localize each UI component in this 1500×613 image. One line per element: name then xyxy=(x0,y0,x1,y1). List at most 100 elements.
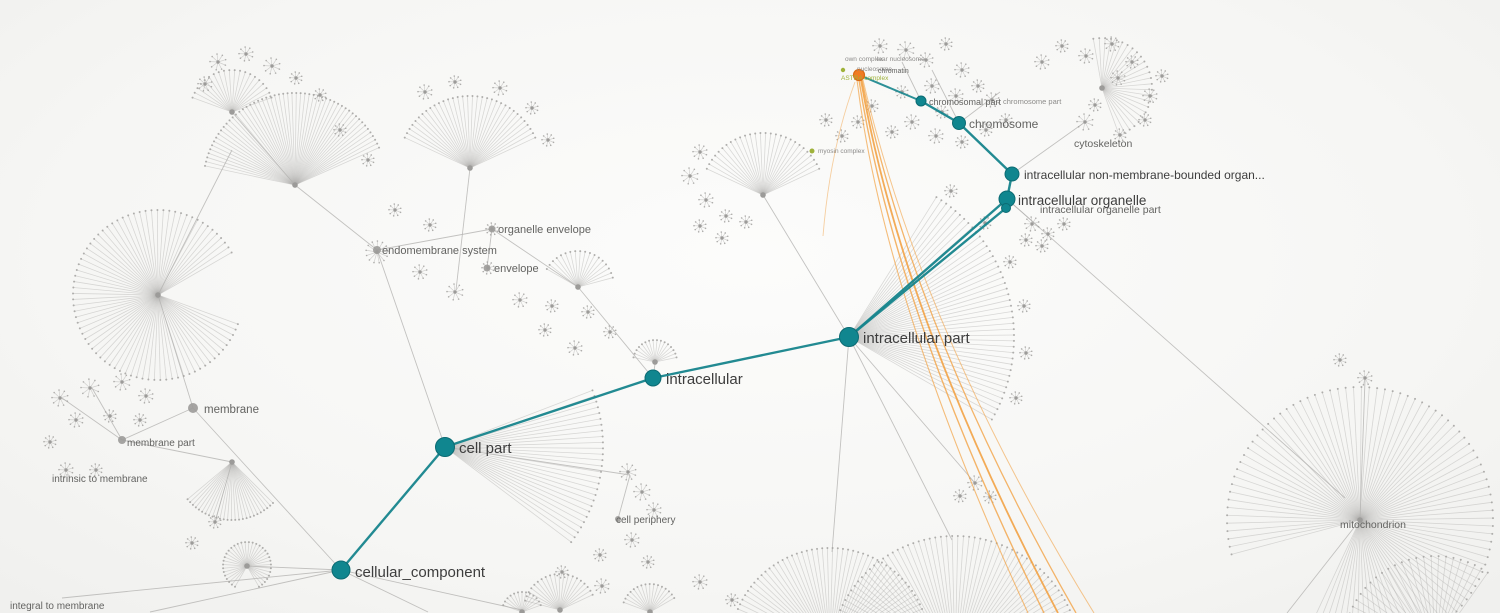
star-node[interactable] xyxy=(545,299,559,313)
star-node[interactable] xyxy=(954,62,970,78)
star-node[interactable] xyxy=(979,123,993,137)
star-node[interactable] xyxy=(1078,48,1094,64)
star-node[interactable] xyxy=(581,305,595,319)
star-node[interactable] xyxy=(492,80,508,96)
star-node[interactable] xyxy=(448,75,462,89)
star-node[interactable] xyxy=(1003,255,1017,269)
star-node[interactable] xyxy=(185,536,199,550)
star-node[interactable] xyxy=(967,475,983,491)
star-node[interactable] xyxy=(1035,239,1049,253)
star-node[interactable] xyxy=(388,203,402,217)
star-node[interactable] xyxy=(819,113,833,127)
star-node[interactable] xyxy=(208,515,222,529)
node-focus-orange[interactable] xyxy=(852,68,866,82)
fan-cluster[interactable] xyxy=(186,459,275,521)
term-node[interactable] xyxy=(615,516,621,522)
star-node[interactable] xyxy=(361,153,375,167)
star-node[interactable] xyxy=(698,192,714,208)
star-node[interactable] xyxy=(58,462,74,478)
node-non_membrane_organelle[interactable] xyxy=(1004,166,1020,182)
fan-cluster[interactable] xyxy=(191,69,273,115)
star-node[interactable] xyxy=(1110,70,1126,86)
fan-cluster[interactable] xyxy=(403,95,537,171)
star-node[interactable] xyxy=(1009,391,1023,405)
star-node[interactable] xyxy=(944,184,958,198)
star-node[interactable] xyxy=(924,78,940,94)
star-node[interactable] xyxy=(904,114,920,130)
fan-cluster[interactable] xyxy=(442,389,604,544)
cluster-center-node[interactable] xyxy=(155,292,161,298)
star-node[interactable] xyxy=(646,502,662,518)
star-node[interactable] xyxy=(693,219,707,233)
fan-cluster[interactable] xyxy=(1343,555,1489,613)
star-node[interactable] xyxy=(138,388,154,404)
star-node[interactable] xyxy=(999,113,1013,127)
star-node[interactable] xyxy=(633,483,651,501)
star-node[interactable] xyxy=(113,373,131,391)
star-node[interactable] xyxy=(1155,69,1169,83)
star-node[interactable] xyxy=(1019,233,1033,247)
star-node[interactable] xyxy=(594,578,610,594)
star-node[interactable] xyxy=(984,92,1000,108)
star-node[interactable] xyxy=(1113,128,1127,142)
fan-cluster[interactable] xyxy=(632,339,678,365)
star-node[interactable] xyxy=(538,323,552,337)
star-node[interactable] xyxy=(512,292,528,308)
star-node[interactable] xyxy=(641,555,655,569)
fan-cluster[interactable] xyxy=(72,209,239,381)
node-complex-green[interactable] xyxy=(840,67,846,73)
star-node[interactable] xyxy=(1057,217,1071,231)
star-node[interactable] xyxy=(446,283,464,301)
star-node[interactable] xyxy=(417,84,433,100)
star-node[interactable] xyxy=(80,378,100,398)
star-node[interactable] xyxy=(333,123,347,137)
star-node[interactable] xyxy=(872,38,888,54)
star-node[interactable] xyxy=(1125,55,1139,69)
star-node[interactable] xyxy=(567,340,583,356)
star-node[interactable] xyxy=(313,88,327,102)
star-node[interactable] xyxy=(692,144,708,160)
star-node[interactable] xyxy=(971,79,985,93)
fan-cluster[interactable] xyxy=(622,583,676,613)
star-node[interactable] xyxy=(1138,113,1152,127)
star-node[interactable] xyxy=(624,532,640,548)
star-node[interactable] xyxy=(1019,346,1033,360)
fan-cluster[interactable] xyxy=(222,541,272,588)
star-node[interactable] xyxy=(1034,54,1050,70)
cluster-center-node[interactable] xyxy=(467,165,473,171)
fan-cluster[interactable] xyxy=(545,250,614,290)
term-node[interactable] xyxy=(373,246,381,254)
node-complex-green[interactable] xyxy=(809,148,815,154)
star-node[interactable] xyxy=(955,135,969,149)
star-node[interactable] xyxy=(1333,353,1347,367)
term-node[interactable] xyxy=(118,436,126,444)
node-chromosomal_part[interactable] xyxy=(915,95,927,107)
cluster-center-node[interactable] xyxy=(292,182,298,188)
cluster-center-node[interactable] xyxy=(229,459,235,465)
star-node[interactable] xyxy=(692,574,708,590)
star-node[interactable] xyxy=(715,231,729,245)
star-node[interactable] xyxy=(935,105,949,119)
star-node[interactable] xyxy=(1041,227,1055,241)
cluster-center-node[interactable] xyxy=(760,192,766,198)
node-intracellular_organelle_part[interactable] xyxy=(1001,203,1011,213)
cluster-center-node[interactable] xyxy=(652,359,658,365)
star-node[interactable] xyxy=(603,325,617,339)
star-node[interactable] xyxy=(885,125,899,139)
fan-cluster[interactable] xyxy=(732,547,928,613)
star-node[interactable] xyxy=(918,52,934,68)
star-node[interactable] xyxy=(51,389,69,407)
node-intracellular_part[interactable] xyxy=(839,327,859,347)
star-node[interactable] xyxy=(928,128,944,144)
star-node[interactable] xyxy=(719,209,733,223)
star-node[interactable] xyxy=(1017,299,1031,313)
fan-cluster[interactable] xyxy=(1226,386,1494,613)
star-node[interactable] xyxy=(555,565,569,579)
cluster-center-node[interactable] xyxy=(1099,85,1105,91)
star-node[interactable] xyxy=(953,489,967,503)
star-node[interactable] xyxy=(89,463,103,477)
fan-cluster[interactable] xyxy=(1092,37,1153,136)
cluster-center-node[interactable] xyxy=(244,563,250,569)
